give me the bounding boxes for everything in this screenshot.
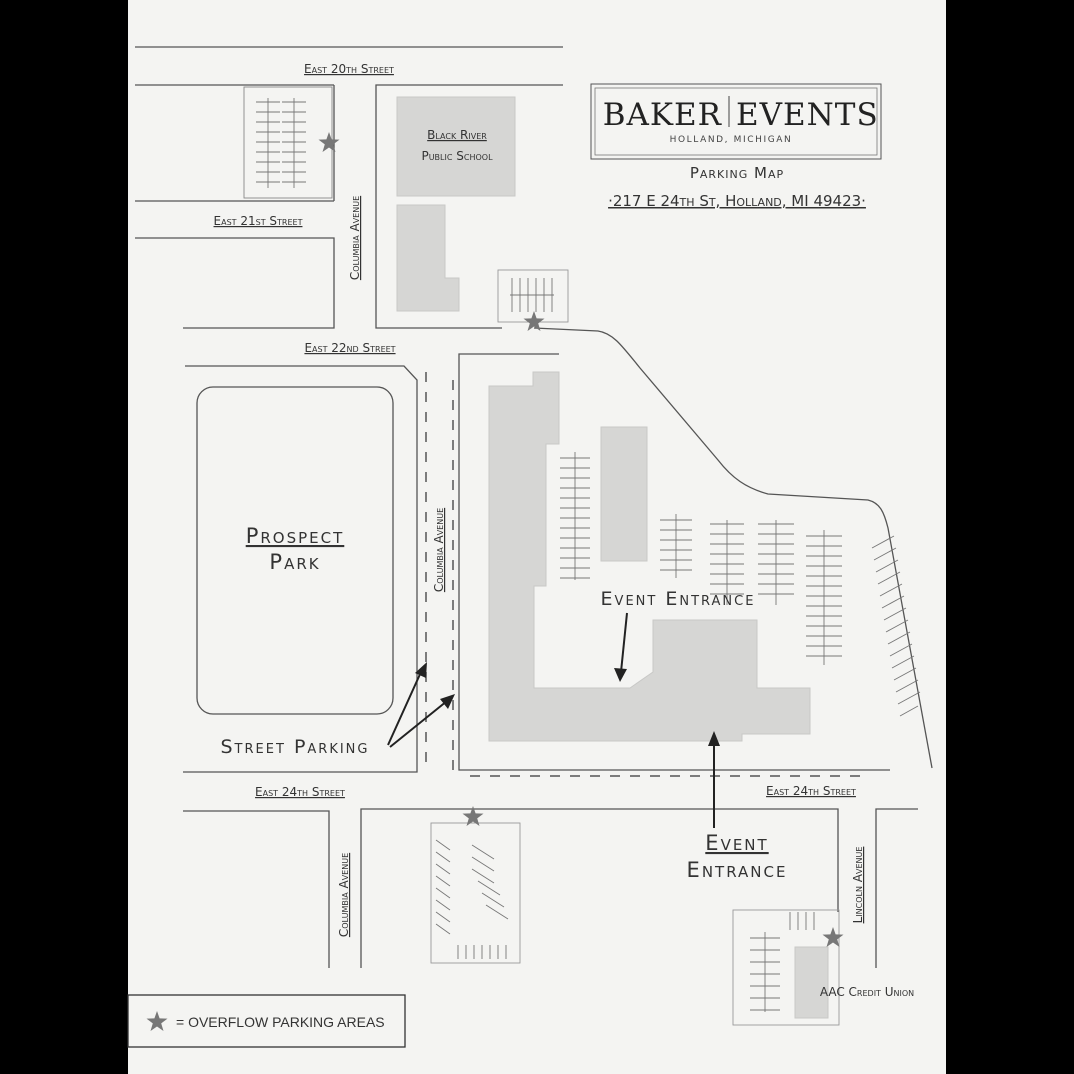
- brand-box: BAKER EVENTS HOLLAND, MICHIGAN: [590, 83, 882, 160]
- prospect-park: [196, 386, 394, 715]
- event-entrance-label-bottom-line1: Event: [705, 831, 768, 855]
- arrow-street-parking-left: [387, 671, 422, 746]
- school-annex: [396, 204, 460, 312]
- arrow-street-parking-right: [389, 700, 448, 748]
- street-label-east-21st: East 21st Street: [214, 214, 303, 228]
- event-entrance-label-bottom-line2: Entrance: [687, 858, 788, 882]
- event-entrance-label-top: Event Entrance: [601, 588, 756, 610]
- school-label-line1: Black River: [427, 128, 487, 142]
- street-label-east-24th-right: East 24th Street: [766, 784, 856, 798]
- street-label-east-22nd: East 22nd Street: [304, 341, 395, 355]
- brand-location: HOLLAND, MICHIGAN: [670, 135, 793, 145]
- street-lines: [135, 46, 933, 968]
- brand-name-left: BAKER: [603, 97, 723, 133]
- credit-union-building: [794, 946, 829, 1019]
- map-subtitle: Parking Map: [690, 164, 784, 182]
- legend-text: = OVERFLOW PARKING AREAS: [176, 1014, 385, 1030]
- garage-building: [600, 426, 648, 562]
- star-icon: [146, 1011, 168, 1031]
- school-building: [396, 96, 516, 197]
- legend: = OVERFLOW PARKING AREAS: [127, 994, 406, 1048]
- arrow-event-entrance-top: [620, 612, 628, 673]
- street-label-columbia-mid: Columbia Avenue: [432, 508, 446, 592]
- overflow-star-icon: [318, 132, 340, 152]
- street-label-east-20th: East 20th Street: [304, 62, 394, 76]
- street-label-east-24th-left: East 24th Street: [255, 785, 345, 799]
- overflow-star-icon: [822, 927, 844, 947]
- buildings: [396, 96, 829, 1019]
- street-label-columbia-top: Columbia Avenue: [348, 196, 362, 280]
- street-label-lincoln: Lincoln Avenue: [851, 847, 865, 924]
- street-parking-label: Street Parking: [221, 736, 370, 758]
- street-parking-dashes: [425, 372, 866, 778]
- credit-union-label: AAC Credit Union: [820, 985, 914, 999]
- park-label-line2: Park: [269, 550, 320, 574]
- school-label-line2: Public School: [421, 149, 493, 163]
- street-label-columbia-bottom: Columbia Avenue: [337, 853, 351, 937]
- event-venue-building: [488, 371, 811, 742]
- arrows: [387, 612, 720, 828]
- parking-lots: [243, 86, 921, 1026]
- map-address: ·217 E 24th St, Holland, MI 49423·: [608, 192, 866, 210]
- brand-name-right: EVENTS: [736, 97, 879, 133]
- park-label-line1: Prospect: [246, 524, 345, 548]
